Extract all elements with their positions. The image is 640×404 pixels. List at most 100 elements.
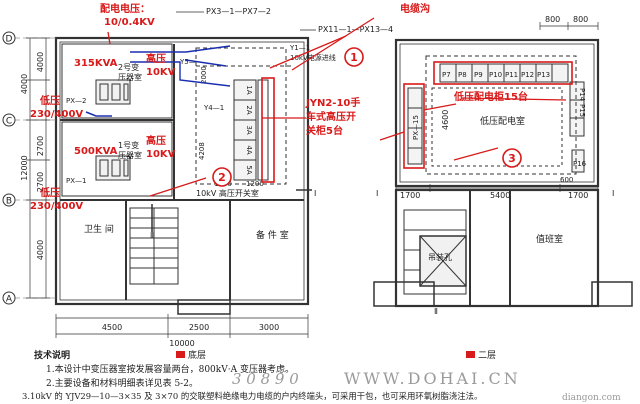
- label-line: 压器室: [118, 150, 142, 160]
- section-1-right: Ⅰ: [376, 189, 378, 198]
- ground-floor-label: 底层: [188, 349, 206, 361]
- callout-1: 1: [350, 51, 358, 64]
- jyn-line1: JYN2-10手: [305, 96, 360, 109]
- left-dimensions: 4000 4000 2700 2700 4000 12000: [20, 52, 45, 260]
- panel-p10: P10: [489, 71, 502, 79]
- y5-label: Y5—: [179, 58, 196, 66]
- transformer-room-2: [61, 43, 173, 119]
- cable-trench: [195, 47, 287, 185]
- ground-floor-plan: [14, 36, 312, 338]
- axis-d-label: D: [6, 35, 13, 45]
- panel-p15: P15: [578, 104, 586, 117]
- dim-4208: 4208: [198, 142, 206, 160]
- note-3: 3.10kV 的 YJV29—10—3×35 及 3×70 的交联塑料绝缘电力电…: [22, 391, 483, 401]
- hv-label-a-1: 高压: [146, 52, 166, 65]
- lv-label-a-2: 230/400V: [30, 109, 83, 120]
- dim-4500: 4500: [102, 323, 122, 332]
- dim-12000: 12000: [20, 155, 29, 180]
- lv-label-a-1: 低压: [39, 94, 60, 107]
- duty-room-label: 值班室: [536, 233, 563, 245]
- jyn-label-3: 关柜5台: [306, 124, 343, 137]
- dim-2700-a: 2700: [36, 136, 45, 156]
- section-1-right-b: Ⅰ: [612, 189, 614, 198]
- px1-label: PX—1: [66, 177, 86, 185]
- panel-p7: P7: [442, 71, 451, 79]
- section-2-left: Ⅱ: [150, 231, 154, 240]
- transformer-2-symbol: [95, 79, 131, 105]
- voltage-line-2: 10/0.4KV: [104, 17, 155, 28]
- watermark-corner: diangon.com: [562, 393, 621, 403]
- axis-a-label: A: [6, 295, 13, 305]
- panel-p13: P13: [537, 71, 550, 79]
- panel-p8: P8: [458, 71, 467, 79]
- transformer-room-1: [61, 121, 173, 197]
- voltage-label-1: 配电电压：: [100, 2, 150, 15]
- lv-label-b-line2: 230/400V: [30, 201, 83, 212]
- lv-label-a-line1: 低压: [39, 94, 60, 107]
- y1-label: Y1—1: [289, 44, 310, 52]
- cell-3a: 3A: [245, 125, 253, 134]
- watermark-num: 3 0 8 9 0: [232, 370, 299, 388]
- hv-label-a-line1: 高压: [146, 52, 166, 65]
- axis-b-label: B: [6, 197, 12, 207]
- panel-dividers: [455, 64, 553, 82]
- dim-2000: 2000: [200, 66, 208, 84]
- dim-1200: 1200: [246, 180, 264, 188]
- dim-800-b: 800: [573, 15, 588, 24]
- dim-800-a: 800: [545, 15, 560, 24]
- hv-label-a-2: 10KV: [146, 67, 176, 78]
- dim-4600: 4600: [441, 110, 450, 130]
- dim-4000-c: 4000: [36, 240, 45, 260]
- stairs: [129, 207, 179, 285]
- lv-label-a-line2: 230/400V: [30, 109, 83, 120]
- room-spare-label: 备 件 室: [256, 229, 289, 241]
- dim-10000: 10000: [169, 339, 194, 348]
- jyn-line2: 车式高压开: [306, 110, 356, 123]
- jyn-label-1: JYN2-10手: [305, 96, 360, 109]
- dim-1700-right: 1700: [568, 191, 588, 200]
- jyn-label-2: 车式高压开: [306, 110, 356, 123]
- panel-p16: P16: [573, 160, 587, 168]
- dim-2700-b: 2700: [36, 172, 45, 192]
- jyn-line3: 关柜5台: [306, 124, 343, 137]
- second-floor-marker: [466, 351, 475, 358]
- transformer-1-symbol: [95, 155, 131, 181]
- hv-cells: 1A 2A 3A 4A 5A: [245, 85, 253, 174]
- annotation-overlays: [85, 17, 573, 197]
- section-2-right: Ⅱ: [434, 307, 438, 316]
- dim-5400: 5400: [490, 191, 510, 200]
- axis-c-label: C: [6, 117, 12, 127]
- room-transformer-2-label: 2号变压器室: [118, 62, 142, 82]
- panel-p11: P11: [505, 71, 518, 79]
- second-floor-label: 二层: [478, 350, 496, 361]
- kva-315-label: 315KVA: [74, 58, 118, 69]
- dim-4000-b: 4000: [36, 52, 45, 72]
- room-transformer-1-label: 1号变压器室: [118, 140, 142, 160]
- callout-3: 3: [508, 152, 516, 165]
- px15-label: PX—15: [412, 115, 420, 140]
- lv-room-wall: [394, 38, 600, 188]
- cell-1a: 1A: [245, 85, 253, 94]
- px2-label: PX—2: [66, 97, 86, 105]
- lv-label-b-1: 低压: [39, 186, 60, 199]
- panel-p12: P12: [521, 71, 534, 79]
- hv-label-b-2: 10KV: [146, 149, 176, 160]
- section-1-left: Ⅰ: [314, 189, 316, 198]
- note-2: 2.主要设备和材料明细表详见表 5-2。: [46, 379, 198, 389]
- panel-p9: P9: [474, 71, 483, 79]
- hv-switchgear-row: [233, 79, 269, 181]
- voltage-label-2: 10/0.4KV: [104, 17, 155, 28]
- y4-label: Y4—1: [203, 104, 224, 112]
- hv-label-b-line2: 10KV: [146, 149, 176, 160]
- hv-label-b-1: 高压: [146, 134, 166, 147]
- dim-2500: 2500: [189, 323, 209, 332]
- ground-floor-marker: [176, 351, 185, 358]
- room-hv-switch-label: 10kV 高压开关室: [196, 188, 259, 198]
- room-toilet-label: 卫生 间: [84, 223, 114, 235]
- cell-4a: 4A: [245, 145, 253, 154]
- hoist-label: 吊装孔: [428, 252, 452, 262]
- hv-label-b-line1: 高压: [146, 134, 166, 147]
- dim-1700-left: 1700: [400, 191, 420, 200]
- dim-3000: 3000: [259, 323, 279, 332]
